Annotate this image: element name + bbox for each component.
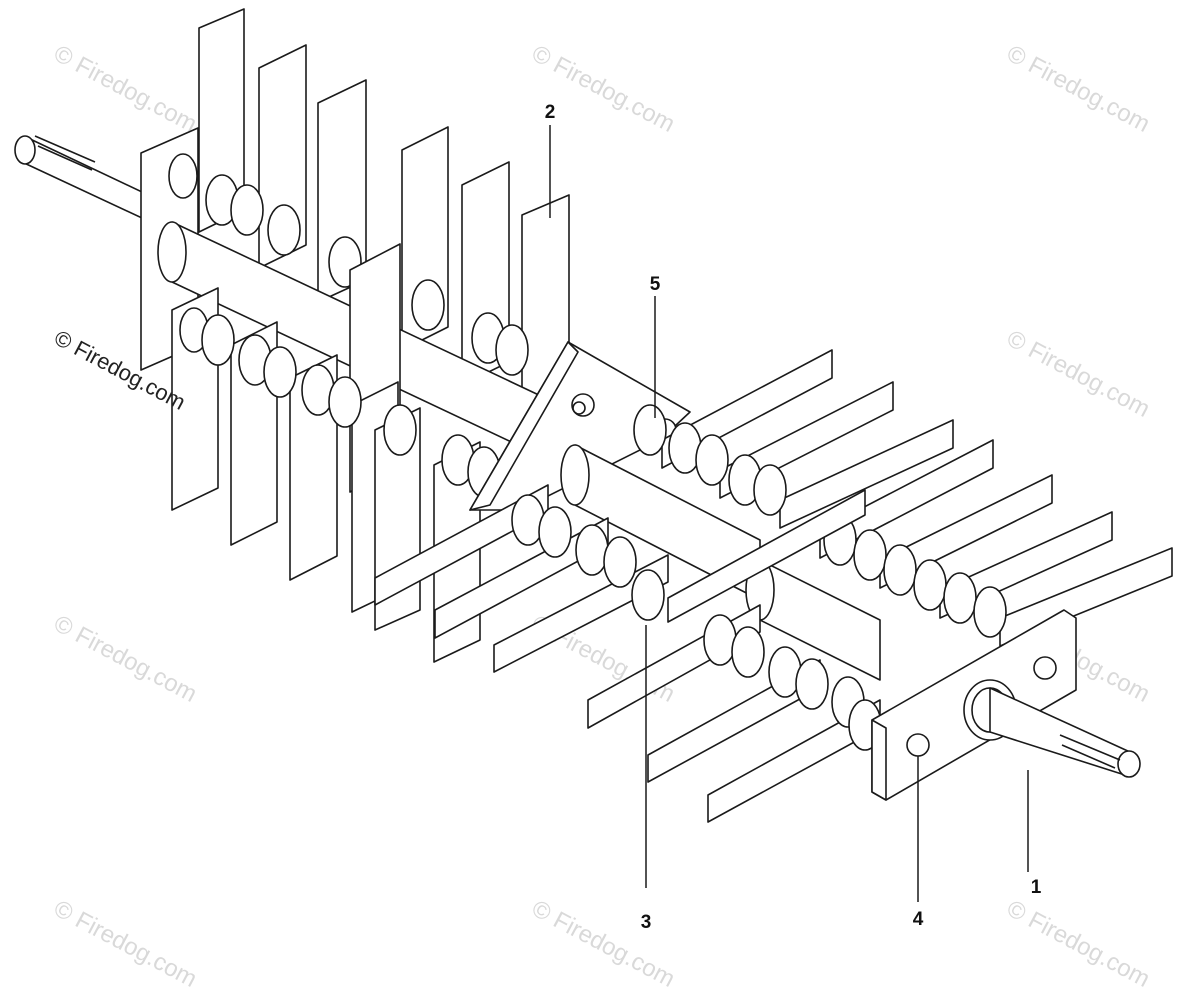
lower-spacers-left (179, 307, 501, 498)
callout-1: 1 (1031, 877, 1042, 898)
right-shaft (963, 679, 1141, 778)
lower-spacers-right (703, 614, 882, 751)
callout-4: 4 (913, 909, 924, 930)
callout-2: 2 (545, 102, 556, 123)
callout-5: 5 (650, 274, 661, 295)
callout-3: 3 (641, 912, 652, 933)
parts-diagram: 2 5 3 4 1 (14, 8, 1173, 933)
upper-spacers-right (633, 404, 1007, 638)
lower-spacers-middle (511, 494, 665, 621)
callout-leaders (549, 125, 1029, 902)
angled-brace-plate (469, 341, 691, 511)
upper-spacers (168, 153, 529, 376)
center-tube-middle (560, 444, 881, 681)
lower-middle-plate (667, 489, 866, 623)
